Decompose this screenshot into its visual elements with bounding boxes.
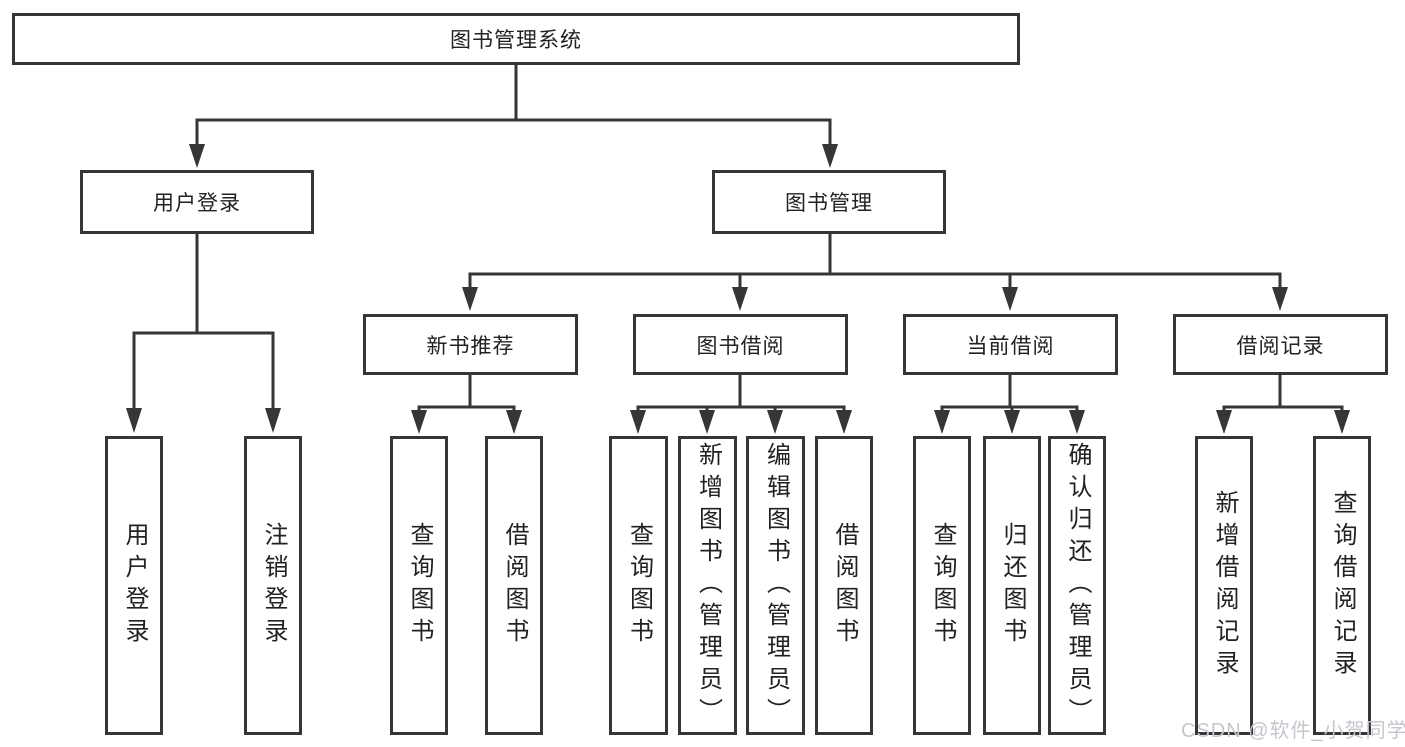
csdn-watermark: CSDN @软件_小贺同学 xyxy=(1181,720,1405,742)
leaf-label: 新增图书（管理员） xyxy=(694,441,722,730)
leaf-query-books-current: 查询图书 xyxy=(913,436,971,735)
arrowhead xyxy=(1334,410,1350,434)
arrowhead xyxy=(630,410,646,434)
leaf-logout-login: 注销登录 xyxy=(244,436,302,735)
leaf-query-borrow-record: 查询借阅记录 xyxy=(1313,436,1371,735)
leaf-borrow-books-recommend: 借阅图书 xyxy=(485,436,543,735)
node-label: 图书管理系统 xyxy=(450,29,582,52)
node-label: 图书借阅 xyxy=(696,334,785,358)
leaf-label: 查询图书 xyxy=(406,521,433,650)
node-label: 用户登录 xyxy=(153,192,241,215)
arrowhead xyxy=(934,410,950,434)
leaf-label: 查询图书 xyxy=(929,521,956,650)
node-current-borrowing: 当前借阅 xyxy=(903,314,1118,375)
leaf-query-books-borrow: 查询图书 xyxy=(609,436,668,735)
arrowhead xyxy=(699,410,715,434)
arrowhead xyxy=(836,410,852,434)
leaf-label: 归还图书 xyxy=(999,521,1026,650)
arrowhead xyxy=(126,408,142,433)
node-new-book-recommendation: 新书推荐 xyxy=(363,314,578,375)
leaf-borrow-books: 借阅图书 xyxy=(815,436,873,735)
leaf-label: 借阅图书 xyxy=(501,521,528,650)
node-label: 借阅记录 xyxy=(1236,334,1325,358)
arrowhead xyxy=(506,410,522,434)
leaf-query-books-recommend: 查询图书 xyxy=(390,436,448,735)
leaf-label: 确认归还（管理员） xyxy=(1064,441,1091,730)
arrowhead xyxy=(411,410,427,434)
leaf-add-borrow-record: 新增借阅记录 xyxy=(1195,436,1253,735)
arrowhead xyxy=(1216,410,1232,434)
leaf-label: 用户登录 xyxy=(121,521,148,650)
arrowhead xyxy=(1004,410,1020,434)
leaf-return-books: 归还图书 xyxy=(983,436,1041,735)
arrowhead xyxy=(1002,287,1018,311)
leaf-label: 查询借阅记录 xyxy=(1329,489,1356,682)
node-book-borrowing: 图书借阅 xyxy=(633,314,848,375)
node-label: 新书推荐 xyxy=(426,334,515,358)
connector-arrowheads xyxy=(126,144,1350,434)
leaf-label: 新增借阅记录 xyxy=(1211,489,1238,682)
node-label: 图书管理 xyxy=(785,192,873,215)
arrowhead xyxy=(265,408,281,433)
node-borrowing-records: 借阅记录 xyxy=(1173,314,1388,375)
leaf-edit-books-admin: 编辑图书（管理员） xyxy=(746,436,805,735)
arrowhead xyxy=(1069,410,1085,434)
leaf-add-books-admin: 新增图书（管理员） xyxy=(678,436,737,735)
node-label: 当前借阅 xyxy=(966,334,1055,358)
arrowhead xyxy=(767,410,783,434)
node-user-login: 用户登录 xyxy=(80,170,314,234)
leaf-confirm-return-admin: 确认归还（管理员） xyxy=(1048,436,1106,735)
arrowhead xyxy=(822,144,838,168)
arrowhead xyxy=(1272,287,1288,311)
arrowhead xyxy=(462,287,478,311)
node-root-system: 图书管理系统 xyxy=(12,13,1020,65)
leaf-label: 编辑图书（管理员） xyxy=(762,441,790,730)
node-book-management: 图书管理 xyxy=(712,170,946,234)
arrowhead xyxy=(732,287,748,311)
leaf-label: 借阅图书 xyxy=(831,521,858,650)
leaf-label: 注销登录 xyxy=(260,521,287,650)
leaf-user-login: 用户登录 xyxy=(105,436,163,735)
leaf-label: 查询图书 xyxy=(625,521,653,650)
arrowhead xyxy=(189,144,205,168)
